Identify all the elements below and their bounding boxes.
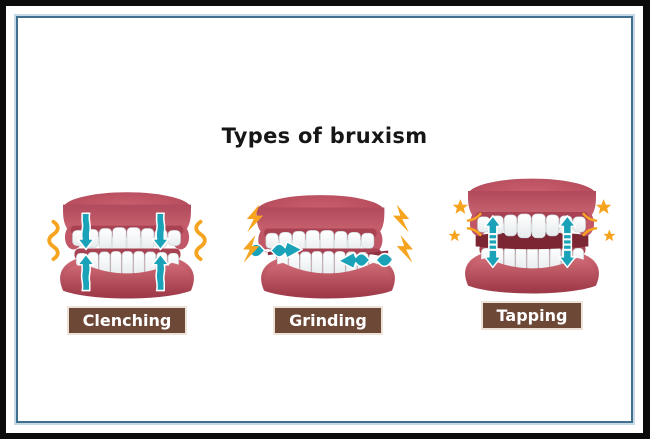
slide-arrows-icon [247, 241, 394, 270]
page-title: Types of bruxism [221, 124, 428, 148]
tapping-label: Tapping [480, 301, 584, 330]
lower-jaw [465, 243, 599, 294]
figure-grinding: Grinding [230, 174, 426, 335]
tap-arrows-icon [483, 215, 577, 269]
upper-jaw [256, 195, 385, 255]
upper-jaw [468, 178, 596, 239]
clenching-teeth-illustration [47, 192, 207, 299]
figure-clenching: Clenching [29, 174, 225, 335]
figure-tapping: Tapping [434, 169, 630, 330]
lightning-bolts-icon [243, 204, 413, 263]
tapping-teeth-illustration [448, 178, 616, 294]
grinding-teeth-illustration [243, 195, 413, 299]
impact-stars-icon [448, 199, 616, 242]
clenching-label: Clenching [66, 306, 188, 335]
lower-jaw [60, 248, 194, 299]
illustration-card: Types of bruxism [6, 6, 643, 433]
press-arrows-icon [77, 212, 170, 292]
grinding-label: Grinding [273, 306, 383, 335]
vibration-waves-icon [47, 219, 207, 261]
